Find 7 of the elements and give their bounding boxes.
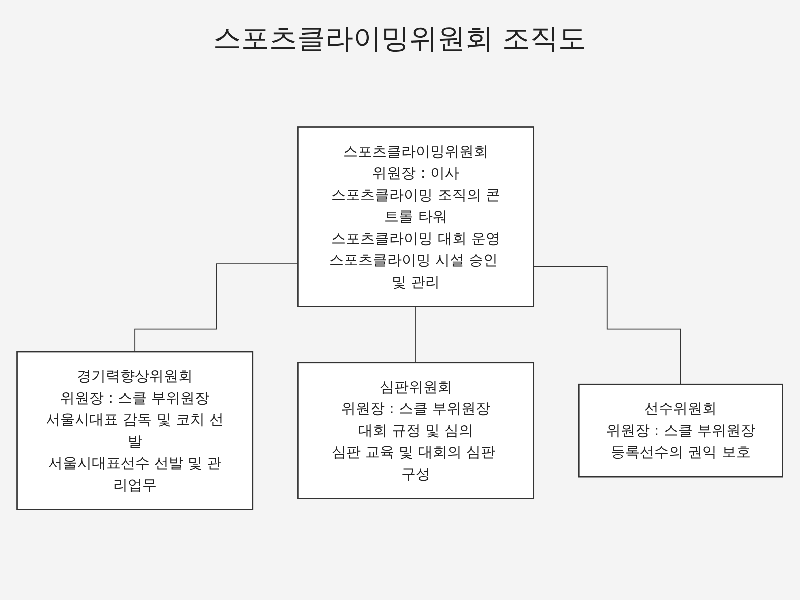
node-box: 심판위원회 위원장 : 스클 부위원장 대회 규정 및 심의 심판 교육 및 대회의 심판 구성 bbox=[298, 362, 534, 500]
diagram-title: 스포츠클라이밍위원회 조직도 bbox=[212, 21, 588, 57]
connector bbox=[533, 266, 682, 385]
node-box: 선수위원회 위원장 : 스클 부위원장 등록선수의 권익 보호 bbox=[578, 383, 784, 478]
node-box: 스포츠클라이밍위원회 위원장 : 이사 스포츠클라이밍 조직의 콘트롤 타워 스포츠클라이밍 대회 운영 스포츠클라이밍 시설 승인 및 관리 bbox=[298, 126, 534, 307]
connector bbox=[134, 263, 299, 352]
node-box: 경기력향상위원회 위원장 : 스클 부위원장 서울시대표 감독 및 코치 선발 서울시대표선수 선발 및 관리업무 bbox=[16, 350, 254, 510]
